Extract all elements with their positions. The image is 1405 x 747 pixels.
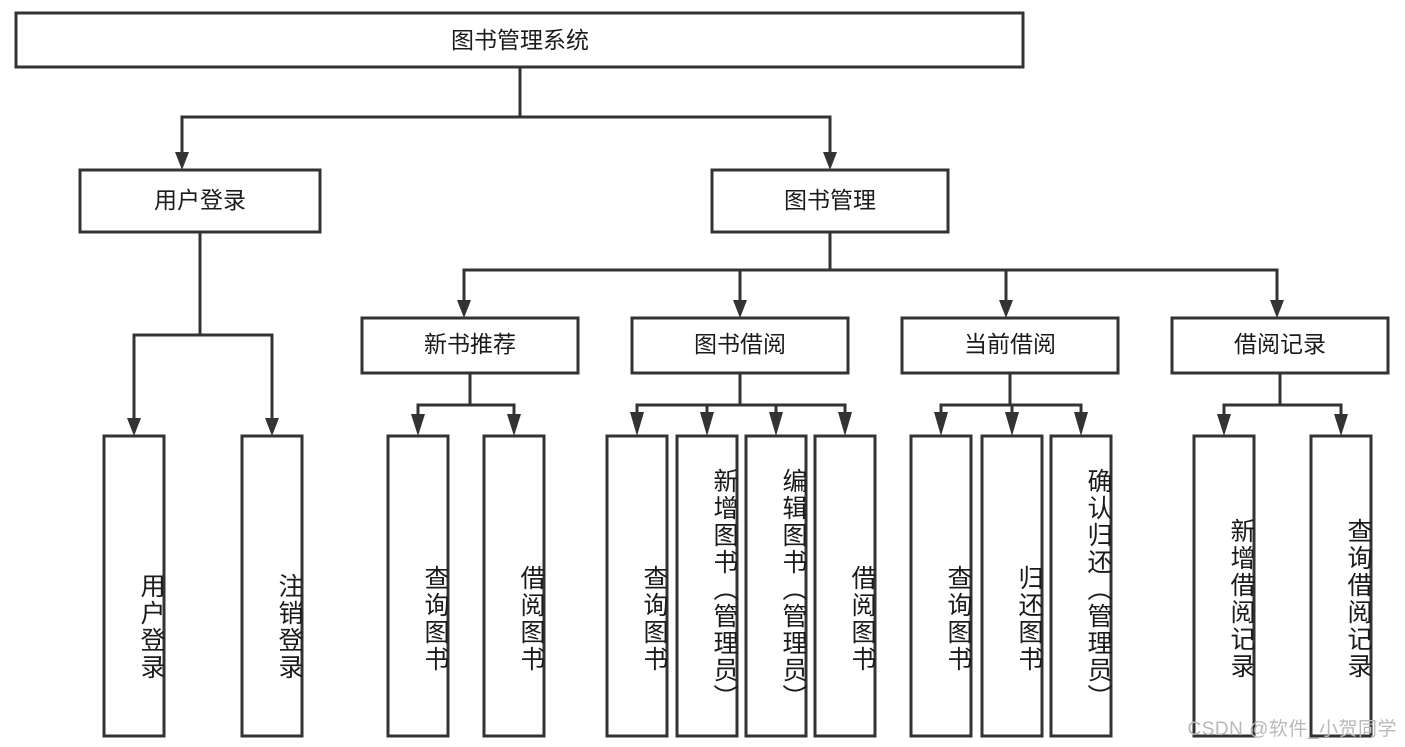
node-book-borrow[interactable]: 图书借阅 — [630, 316, 850, 375]
leaf-box-book-borrow-2[interactable] — [744, 434, 808, 738]
node-user-login[interactable]: 用户登录 — [78, 168, 322, 234]
arrow-head-icon — [265, 418, 279, 436]
node-book-management-label: 图书管理 — [784, 187, 876, 213]
arrow-head-icon — [1005, 412, 1019, 436]
connector-root-to-level2 — [175, 65, 837, 170]
arrow-head-icon — [838, 412, 852, 436]
arrow-head-icon — [769, 412, 783, 436]
leaf-box-new-book-0[interactable] — [386, 434, 450, 738]
arrow-head-icon — [411, 414, 425, 436]
node-root[interactable]: 图书管理系统 — [14, 11, 1025, 69]
leaf-box-new-book-1[interactable] — [482, 434, 546, 738]
leaf-box-current-borrow-0[interactable] — [909, 434, 973, 738]
arrow-head-icon — [175, 152, 189, 170]
connector-currentborrow-to-leaves — [934, 371, 1088, 436]
node-user-login-label: 用户登录 — [154, 187, 246, 213]
arrow-head-icon — [1270, 300, 1284, 318]
arrow-head-icon — [1074, 412, 1088, 436]
arrow-head-icon — [1334, 414, 1348, 436]
leaf-box-borrow-record-0[interactable] — [1192, 434, 1256, 738]
watermark: CSDN @软件_小贺同学 — [1187, 719, 1397, 740]
leaf-box-user-login-1[interactable] — [240, 434, 304, 738]
connector-borrowrecord-to-leaves — [1217, 371, 1348, 436]
node-book-management[interactable]: 图书管理 — [710, 168, 950, 234]
arrow-head-icon — [507, 414, 521, 436]
leaf-box-current-borrow-1[interactable] — [980, 434, 1044, 738]
connector-bookborrow-to-leaves — [630, 371, 852, 436]
arrow-head-icon — [934, 412, 948, 436]
node-new-book-recommend[interactable]: 新书推荐 — [360, 316, 580, 375]
leaf-box-user-login-0[interactable] — [102, 434, 166, 738]
connector-bookmgmt-to-level3 — [457, 230, 1284, 318]
node-root-label: 图书管理系统 — [451, 27, 589, 53]
arrow-head-icon — [823, 152, 837, 170]
leaf-box-current-borrow-2[interactable] — [1049, 434, 1113, 738]
arrow-head-icon — [630, 412, 644, 436]
arrow-head-icon — [127, 418, 141, 436]
connector-userlogin-to-leaves — [127, 230, 279, 436]
node-borrow-record-label: 借阅记录 — [1234, 331, 1326, 357]
arrow-head-icon — [733, 300, 747, 318]
arrow-head-icon — [457, 300, 471, 318]
connector-newbook-to-leaves — [411, 371, 521, 436]
node-book-borrow-label: 图书借阅 — [694, 331, 786, 357]
node-borrow-record[interactable]: 借阅记录 — [1170, 316, 1390, 375]
leaf-box-book-borrow-3[interactable] — [813, 434, 877, 738]
node-current-borrow[interactable]: 当前借阅 — [900, 316, 1120, 375]
leaf-box-book-borrow-0[interactable] — [605, 434, 669, 738]
leaf-box-borrow-record-1[interactable] — [1309, 434, 1373, 738]
arrow-head-icon — [999, 300, 1013, 318]
leaf-box-book-borrow-1[interactable] — [675, 434, 739, 738]
node-current-borrow-label: 当前借阅 — [964, 331, 1056, 357]
arrow-head-icon — [700, 412, 714, 436]
node-new-book-recommend-label: 新书推荐 — [424, 331, 516, 357]
arrow-head-icon — [1217, 414, 1231, 436]
